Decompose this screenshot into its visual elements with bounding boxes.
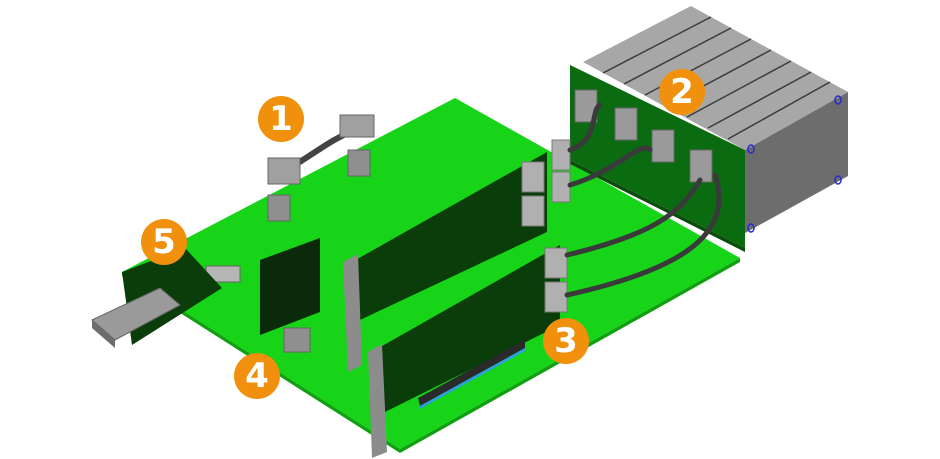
chip-shield — [260, 238, 320, 335]
pcie-slot — [418, 340, 525, 406]
backplane-connectors — [574, 89, 713, 183]
callout-2: 2 — [659, 69, 705, 115]
drive-cage-side — [745, 92, 848, 233]
callout-1: 1 — [258, 96, 304, 142]
drive-cage-top — [583, 6, 848, 150]
cable-connector-assembly — [267, 114, 375, 222]
pcie-bracket-lower — [368, 344, 387, 458]
cables — [564, 102, 722, 298]
pcie-card-upper — [352, 152, 547, 320]
callout-3: 3 — [543, 318, 589, 364]
pcie-bracket-upper — [343, 254, 362, 372]
callout-5: 5 — [141, 219, 187, 265]
pcie-card-lower — [375, 245, 560, 412]
board-connector-4 — [283, 327, 311, 353]
callout-4: 4 — [234, 353, 280, 399]
